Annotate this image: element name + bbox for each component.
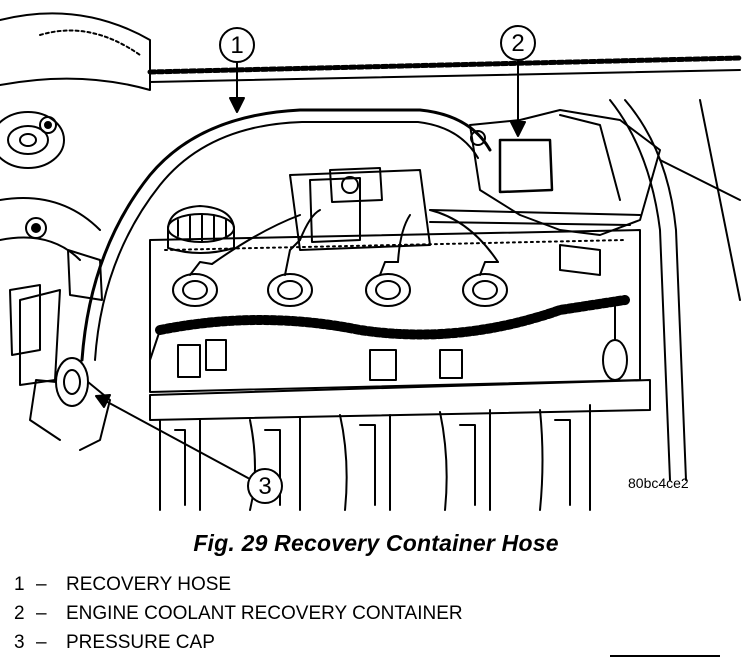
legend-number: 1	[14, 574, 25, 595]
legend-dash: –	[36, 574, 47, 595]
callout-3-label: 3	[258, 473, 271, 500]
callout-2-label: 2	[511, 30, 524, 57]
oil-filler-cap	[167, 205, 235, 254]
callout-leaders	[95, 59, 526, 479]
legend-item: 2–ENGINE COOLANT RECOVERY CONTAINER	[14, 599, 463, 628]
legend-item: 1–RECOVERY HOSE	[14, 570, 463, 599]
legend-text: RECOVERY HOSE	[66, 574, 232, 595]
strut-tower	[0, 12, 151, 261]
spark-plug-boots	[172, 239, 508, 307]
pressure-cap-assembly	[9, 249, 111, 451]
intake-manifold	[149, 379, 651, 511]
legend-dash: –	[36, 603, 47, 624]
hood-seal	[147, 55, 743, 83]
figure-caption: Fig. 29 Recovery Container Hose	[193, 530, 559, 556]
engine-bay-illustration: 1 2 3 80bc4ce2	[0, 12, 743, 511]
legend-text: PRESSURE CAP	[66, 632, 215, 653]
coolant-recovery-container	[469, 109, 661, 236]
callout-2: 2	[500, 25, 536, 61]
figure-code: 80bc4ce2	[628, 475, 689, 491]
callout-3: 3	[247, 468, 283, 504]
legend-list: 1–RECOVERY HOSE 2–ENGINE COOLANT RECOVER…	[14, 570, 463, 657]
wiring-harness	[149, 244, 630, 391]
valve-cover	[149, 167, 641, 393]
right-side-hoses	[602, 99, 741, 481]
legend-number: 2	[14, 603, 25, 624]
legend-text: ENGINE COOLANT RECOVERY CONTAINER	[66, 603, 463, 624]
footer-rule	[610, 655, 720, 657]
recovery-hose	[80, 108, 492, 362]
callout-1: 1	[219, 27, 255, 63]
callout-1-label: 1	[230, 32, 243, 59]
legend-number: 3	[14, 632, 25, 653]
legend-item: 3–PRESSURE CAP	[14, 628, 463, 657]
spark-plug-wires	[211, 209, 641, 265]
legend-dash: –	[36, 632, 47, 653]
